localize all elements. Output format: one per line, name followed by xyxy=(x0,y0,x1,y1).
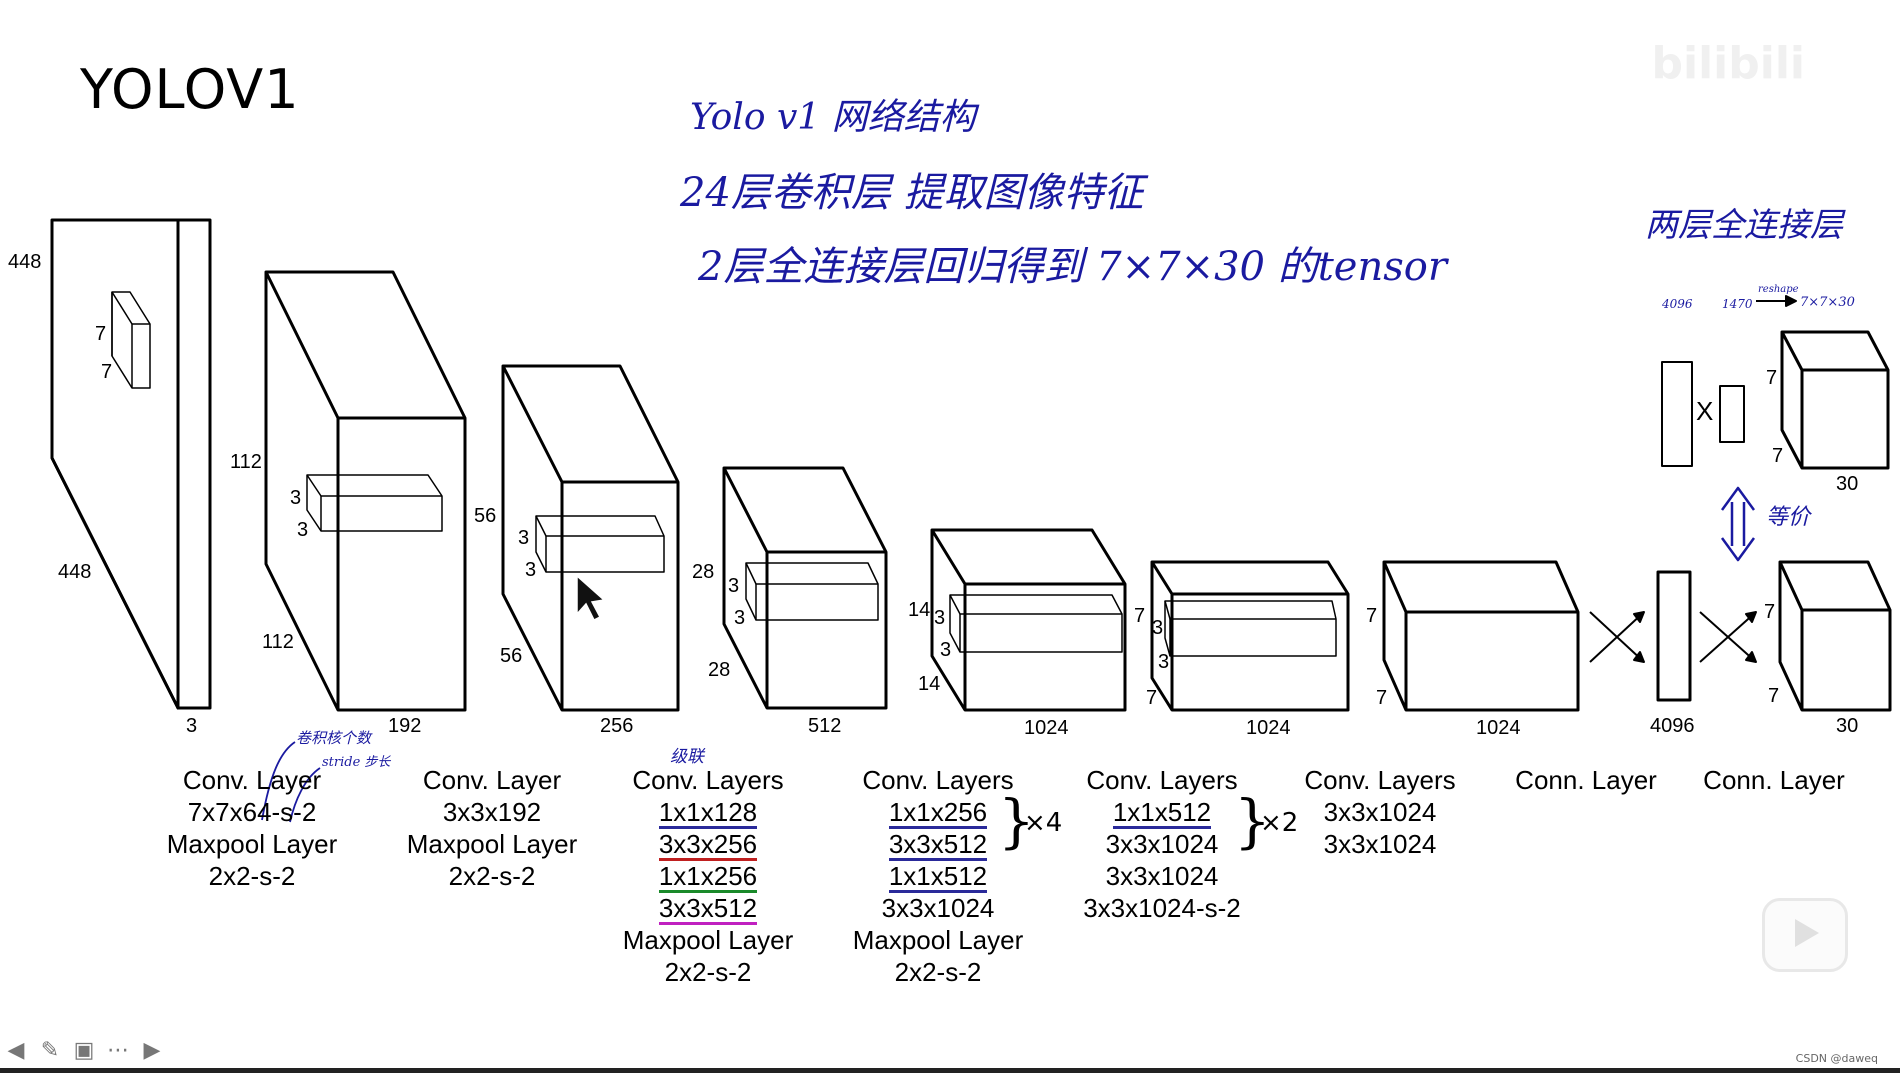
out-width-label: 7 xyxy=(1768,685,1779,707)
fc-x-mark: X xyxy=(1696,396,1713,426)
input-kernel xyxy=(111,291,151,389)
b1-width-label: 112 xyxy=(262,631,294,653)
b6-width-label: 7 xyxy=(1376,687,1387,709)
note-reshape: reshape xyxy=(1758,284,1799,295)
note-fc-layers: 2层全连接层回归得到 7×7×30 的tensor xyxy=(698,244,1447,290)
b2-channel-label: 256 xyxy=(600,715,633,737)
caption-block4: Conv. Layers 1x1x256 3x3x512 1x1x512 3x3… xyxy=(852,765,1024,987)
block2-kernel xyxy=(535,515,665,573)
block4-kernel xyxy=(949,594,1123,653)
b5-height-label: 7 xyxy=(1134,605,1145,627)
pen-icon[interactable]: ✎ xyxy=(40,1037,60,1063)
play-button[interactable] xyxy=(1762,898,1848,972)
repeat-brace-block4: } xyxy=(998,787,1035,855)
block5-kernel xyxy=(1164,600,1337,657)
out-channel-label: 30 xyxy=(1836,715,1858,737)
b1-height-label: 112 xyxy=(230,451,262,473)
input-kernel-label-2: 7 xyxy=(101,361,112,383)
b3-channel-label: 512 xyxy=(808,715,841,737)
b1-channel-label: 192 xyxy=(388,715,421,737)
note-conv-layers: 24层卷积层 提取图像特征 xyxy=(680,170,1144,216)
block1-kernel xyxy=(306,474,443,532)
b4-width-label: 14 xyxy=(918,673,940,695)
caption-block1: Conv. Layer 7x7x64-s-2 Maxpool Layer 2x2… xyxy=(166,765,338,891)
b4-kernel-label-1: 3 xyxy=(934,607,945,629)
more-icon[interactable]: ⋯ xyxy=(107,1037,129,1063)
fc-sketch xyxy=(1661,295,1797,467)
b3-height-label: 28 xyxy=(692,561,714,583)
block6-volume xyxy=(1382,560,1580,712)
note-fc-4096: 4096 xyxy=(1661,297,1693,311)
equivalence-arrow xyxy=(1720,486,1756,562)
repeat-brace-block5: } xyxy=(1234,787,1271,855)
b2-width-label: 56 xyxy=(500,645,522,667)
input-channel-label: 3 xyxy=(186,715,197,737)
block3-kernel xyxy=(745,562,879,621)
note-two-fc-layers: 两层全连接层 xyxy=(1645,205,1843,244)
output-volume xyxy=(1778,560,1892,712)
b4-channel-label: 1024 xyxy=(1024,717,1069,739)
b1-kernel-label-2: 3 xyxy=(297,519,308,541)
arrow-right-icon[interactable]: ▶ xyxy=(143,1037,161,1063)
note-cascade: 级联 xyxy=(670,747,706,767)
note-stride: stride 步长 xyxy=(322,755,391,770)
b1-kernel-label-1: 3 xyxy=(290,487,301,509)
block4-volume xyxy=(930,528,1127,712)
b3-width-label: 28 xyxy=(708,659,730,681)
slide-title: YOLOV1 xyxy=(80,58,300,121)
input-width-label: 448 xyxy=(58,561,91,583)
b5-kernel-label-1: 3 xyxy=(1152,617,1163,639)
repeat-count-block5: ×2 xyxy=(1260,808,1299,838)
b5-kernel-label-2: 3 xyxy=(1158,651,1169,673)
top-out-height-label: 7 xyxy=(1766,367,1777,389)
block5-volume xyxy=(1150,560,1350,712)
out-height-label: 7 xyxy=(1764,601,1775,623)
block1-volume xyxy=(264,270,467,712)
caption-fc1: Conn. Layer xyxy=(1515,765,1657,795)
note-title: Yolo v1 网络结构 xyxy=(690,97,976,138)
block2-volume xyxy=(501,364,680,712)
b3-kernel-label-2: 3 xyxy=(734,607,745,629)
slides-icon[interactable]: ▣ xyxy=(73,1037,95,1063)
top-out-width-label: 7 xyxy=(1772,445,1783,467)
slide-toolbar: ◀ ✎ ▣ ⋯ ▶ xyxy=(2,1036,166,1064)
note-fc-1470: 1470 xyxy=(1722,297,1753,311)
b4-kernel-label-2: 3 xyxy=(940,639,951,661)
b5-width-label: 7 xyxy=(1146,687,1157,709)
bilibili-watermark: bilibili xyxy=(1651,38,1805,89)
fc-connection-2 xyxy=(1699,611,1757,663)
mouse-cursor-icon xyxy=(576,574,606,622)
b6-channel-label: 1024 xyxy=(1476,717,1521,739)
b4-height-label: 14 xyxy=(908,599,930,621)
b6-height-label: 7 xyxy=(1366,605,1377,627)
fc-connection-1 xyxy=(1589,611,1645,663)
note-fc-out: 7×7×30 xyxy=(1800,295,1855,310)
caption-block3: Conv. Layers 1x1x128 3x3x256 1x1x256 3x3… xyxy=(622,765,794,987)
repeat-count-block4: ×4 xyxy=(1024,808,1063,838)
input-height-label: 448 xyxy=(8,251,41,273)
caption-fc2: Conn. Layer xyxy=(1703,765,1845,795)
bottom-bar xyxy=(0,1068,1900,1073)
annotation-strokes xyxy=(261,741,321,823)
b5-channel-label: 1024 xyxy=(1246,717,1291,739)
b3-kernel-label-1: 3 xyxy=(728,575,739,597)
credit-text: CSDN @daweq xyxy=(1795,1052,1878,1065)
top-out-channel-label: 30 xyxy=(1836,473,1858,495)
block3-volume xyxy=(722,466,888,710)
note-equivalent: 等价 xyxy=(1766,505,1812,530)
caption-block2: Conv. Layer 3x3x192 Maxpool Layer 2x2-s-… xyxy=(406,765,578,891)
caption-block5: Conv. Layers 1x1x512 3x3x1024 3x3x1024 3… xyxy=(1083,765,1241,923)
fc1-label: 4096 xyxy=(1650,715,1695,737)
b2-kernel-label-2: 3 xyxy=(525,559,536,581)
top-output-volume xyxy=(1780,330,1890,470)
input-kernel-label-1: 7 xyxy=(95,323,106,345)
caption-block6: Conv. Layers 3x3x1024 3x3x1024 xyxy=(1304,765,1456,859)
b2-height-label: 56 xyxy=(474,505,496,527)
fc-4096-bar xyxy=(1656,570,1692,702)
b2-kernel-label-1: 3 xyxy=(518,527,529,549)
note-kernel-count: 卷积核个数 xyxy=(296,729,373,747)
arrow-left-icon[interactable]: ◀ xyxy=(7,1037,25,1063)
